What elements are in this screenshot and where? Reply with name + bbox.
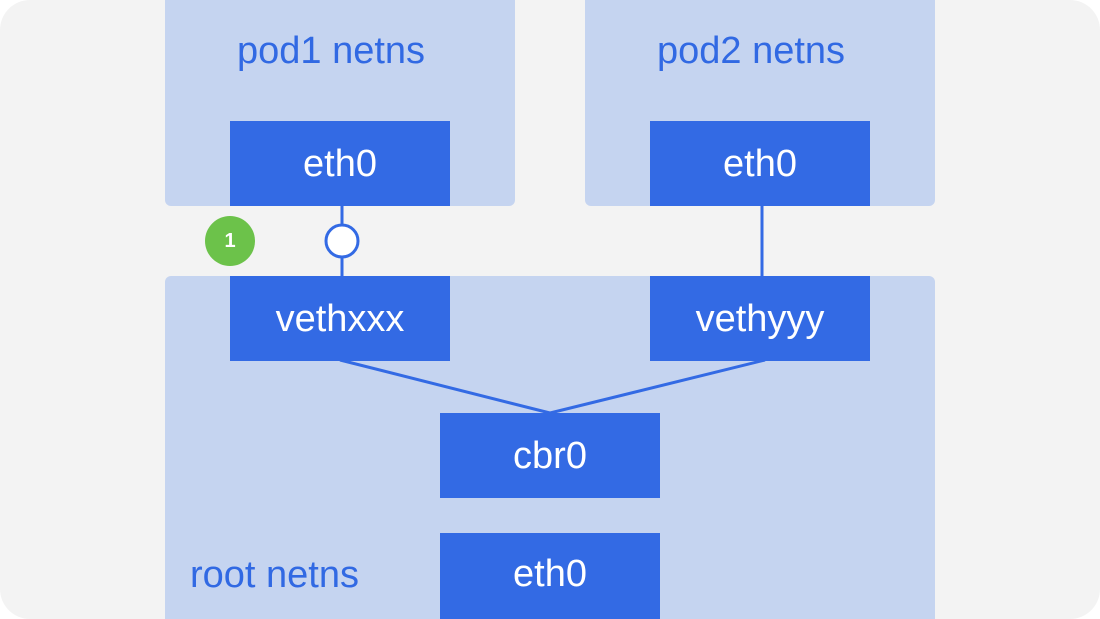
pod1-eth0-box: eth0 (230, 121, 450, 206)
cbr0-bridge-box: cbr0 (440, 413, 660, 498)
root-eth0-box: eth0 (440, 533, 660, 619)
pod2-eth0-box: eth0 (650, 121, 870, 206)
vethxxx-box: vethxxx (230, 276, 450, 361)
pod1-netns-label: pod1 netns (237, 30, 426, 72)
root-netns-label: root netns (190, 554, 359, 596)
vethyyy-box: vethyyy (650, 276, 870, 361)
link-break-marker (324, 223, 360, 259)
pod2-netns-label: pod2 netns (657, 30, 846, 72)
step-number-badge: 1 (205, 216, 255, 266)
